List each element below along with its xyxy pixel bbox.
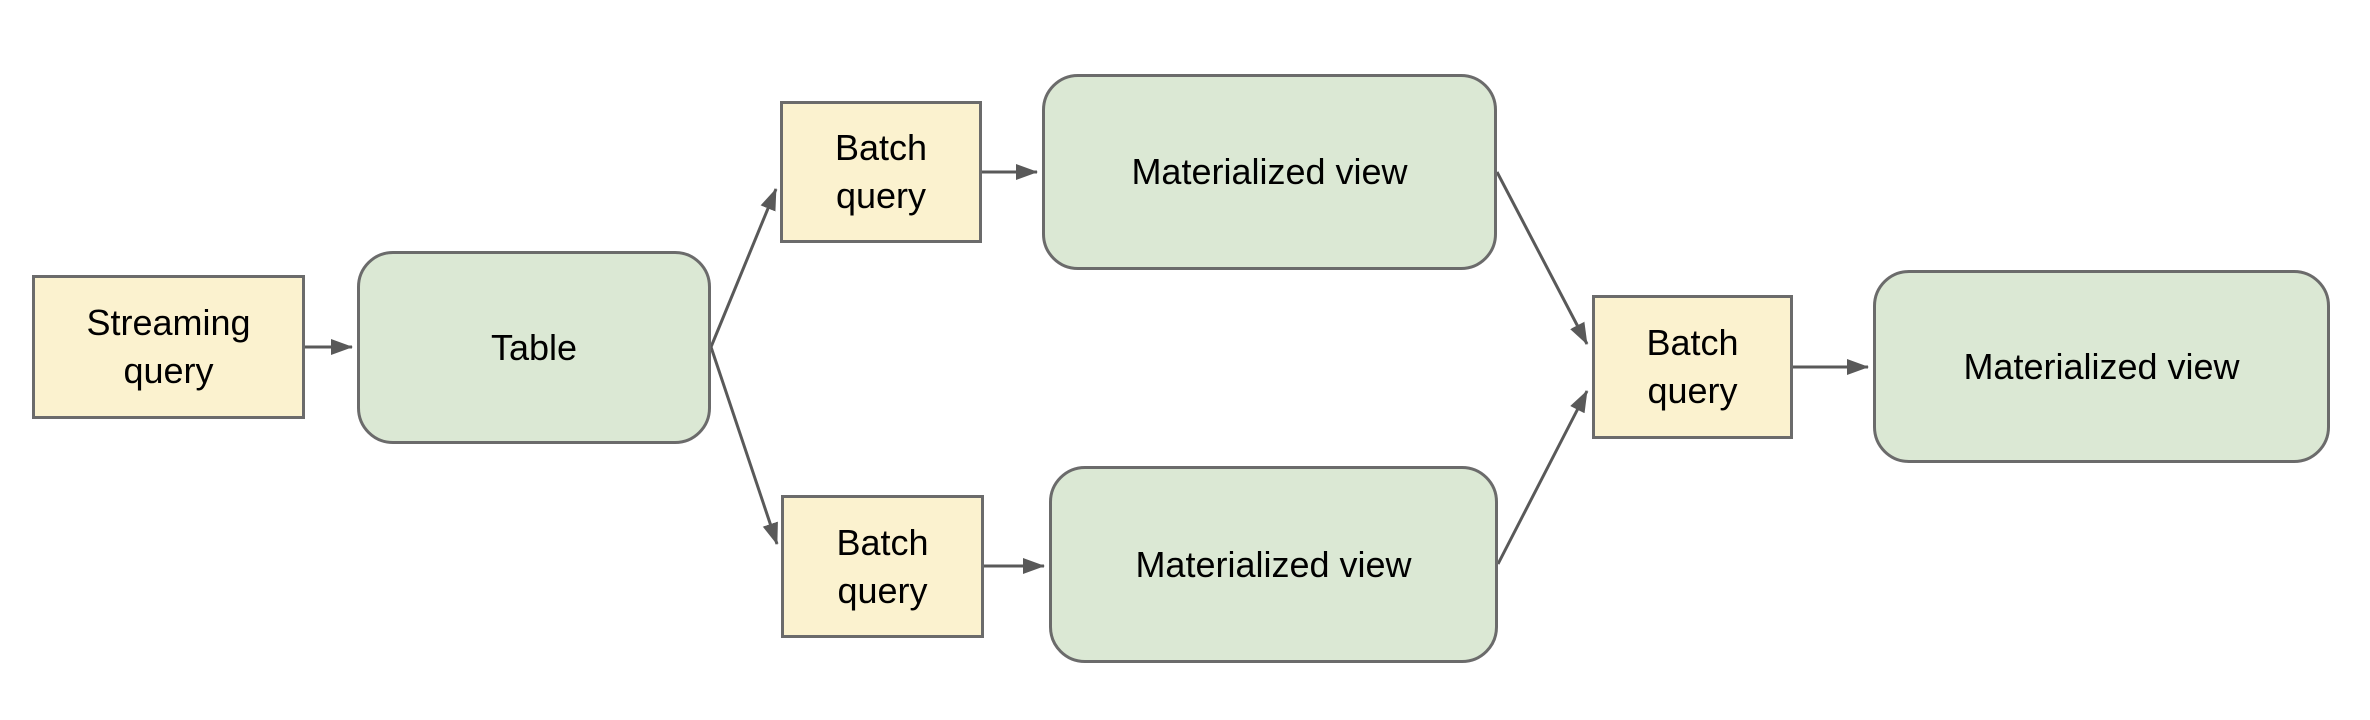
node-batch-query-right-label: Batch query (1646, 322, 1739, 411)
node-table: Table (357, 251, 711, 444)
node-batch-query-bottom-label: Batch query (836, 521, 929, 611)
node-materialized-view-top: Materialized view (1042, 74, 1497, 270)
node-batch-query-bottom: Batch query (781, 495, 984, 638)
edge-table-to-batch-query-top (709, 188, 778, 348)
node-materialized-view-right: Materialized view (1873, 270, 2330, 463)
node-materialized-view-bottom: Materialized view (1049, 466, 1498, 663)
node-batch-query-top: Batch query (780, 101, 982, 243)
edge-mv-top-to-batch-query-right (1495, 171, 1589, 345)
node-streaming-query-label: Streaming query (86, 302, 251, 391)
edge-table-to-batch-query-bottom (709, 346, 779, 545)
node-materialized-view-right-label: Materialized view (1963, 345, 2240, 387)
node-materialized-view-bottom-label: Materialized view (1135, 543, 1412, 585)
node-table-label: Table (490, 326, 578, 368)
node-batch-query-top-label: Batch query (834, 127, 928, 216)
node-batch-query-right: Batch query (1592, 295, 1793, 439)
edge-mv-bottom-to-batch-query-right (1496, 390, 1589, 565)
node-streaming-query: Streaming query (32, 275, 305, 419)
node-materialized-view-top-label: Materialized view (1131, 151, 1408, 192)
